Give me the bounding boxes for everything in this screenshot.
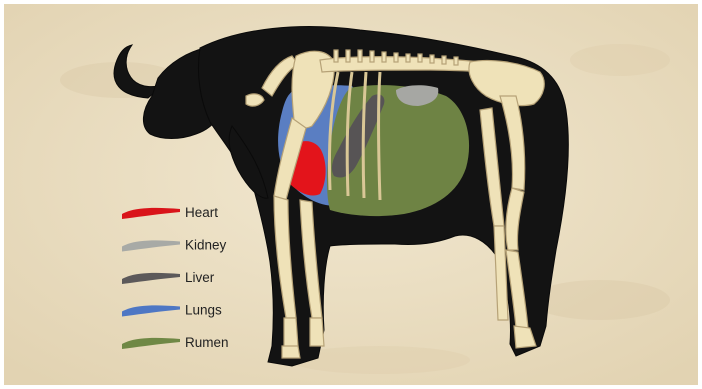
legend-label-liver: Liver — [185, 270, 215, 285]
legend-label-rumen: Rumen — [185, 335, 229, 350]
legend-label-kidney: Kidney — [185, 238, 227, 253]
legend-label-heart: Heart — [185, 205, 218, 220]
legend-label-lungs: Lungs — [185, 303, 222, 318]
